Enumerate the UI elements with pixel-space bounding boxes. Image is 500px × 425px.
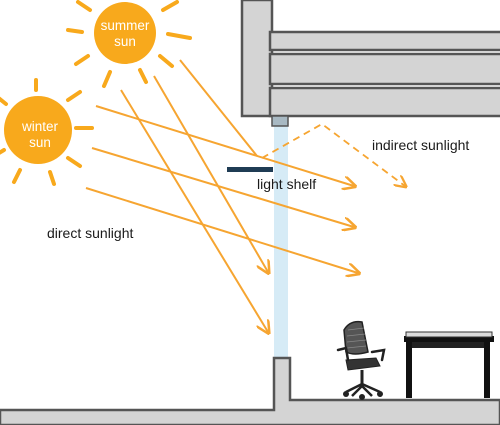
winter-sun-label-line2: sun: [29, 135, 51, 150]
summer-sun-label-line1: summer: [101, 18, 150, 33]
ceiling-structure: [240, 0, 500, 118]
direct-sunlight-label: direct sunlight: [47, 225, 133, 241]
desk: [404, 331, 494, 398]
summer-sun-rays-burst: [66, 0, 192, 88]
window-head: [271, 115, 289, 127]
window-glass: [274, 118, 288, 358]
office-chair: [336, 320, 386, 400]
summer-sun: summer sun: [66, 0, 192, 88]
winter-sun-rays: [85, 105, 358, 273]
light-shelf: [227, 167, 273, 172]
indirect-light-rays: [261, 122, 405, 186]
light-shelf-label: light shelf: [257, 176, 316, 192]
floor-wall: [0, 356, 500, 425]
winter-sun: winter sun: [0, 78, 94, 186]
summer-sun-disc: [94, 2, 156, 64]
winter-sun-disc: [4, 96, 72, 164]
winter-sun-rays-burst: [0, 78, 94, 186]
summer-sun-label-line2: sun: [114, 34, 136, 49]
indirect-sunlight-label: indirect sunlight: [372, 137, 469, 153]
winter-sun-label-line1: winter: [21, 119, 59, 134]
